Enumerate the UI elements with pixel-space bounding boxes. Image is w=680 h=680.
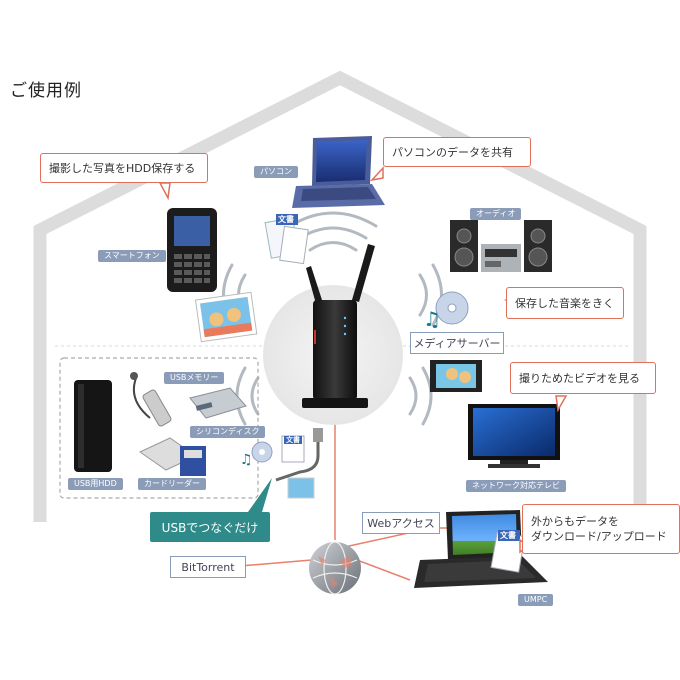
document-icon-usb xyxy=(281,435,315,499)
video-film-icon xyxy=(430,360,482,392)
usb-cable xyxy=(275,436,320,482)
label-silicon-disk: シリコンディスク xyxy=(190,426,266,438)
umpc xyxy=(414,510,548,588)
callout-camera-text: 撮影した写真をHDD保存する xyxy=(49,162,196,175)
silicon-disk xyxy=(189,387,247,419)
music-disc-icon: ♫ xyxy=(423,291,469,331)
router xyxy=(302,244,375,408)
callout-video-text: 撮りためたビデオを見る xyxy=(519,372,640,385)
label-usb-hdd: USB用HDD xyxy=(68,478,123,490)
label-audio: オーディオ xyxy=(470,208,522,220)
callout-remote-line1: 外からもデータを xyxy=(531,515,619,528)
label-tv: ネットワーク対応テレビ xyxy=(466,480,566,492)
globe-internet-icon xyxy=(309,541,361,595)
label-pc: パソコン xyxy=(254,166,298,178)
callout-pc-share: パソコンのデータを共有 xyxy=(383,137,531,167)
label-smartphone: スマートフォン xyxy=(98,250,166,262)
audio-system xyxy=(450,220,552,272)
callout-pc-share-text: パソコンのデータを共有 xyxy=(392,146,513,159)
usb-memory xyxy=(130,372,172,427)
tv xyxy=(468,404,560,468)
music-disc-small-icon: ♫ xyxy=(240,441,273,468)
page-title: ご使用例 xyxy=(10,81,82,101)
callout-music-text: 保存した音楽をきく xyxy=(515,297,614,310)
callout-remote-line2: ダウンロード/アップロード xyxy=(531,530,667,543)
callout-music: 保存した音楽をきく xyxy=(506,287,624,319)
label-usb-memory: USBメモリー xyxy=(164,372,225,384)
doc-label-umpc: 文書 xyxy=(500,531,516,540)
smartphone xyxy=(167,208,217,292)
doc-label-usb: 文書 xyxy=(286,436,300,444)
svg-text:♫: ♫ xyxy=(240,452,253,468)
label-umpc: UMPC xyxy=(518,594,554,606)
card-reader xyxy=(138,437,206,476)
label-bittorrent: BitTorrent xyxy=(170,556,246,578)
label-media-server: メディアサーバー xyxy=(410,332,504,354)
laptop-pc xyxy=(292,136,385,208)
svg-text:♫: ♫ xyxy=(423,307,441,331)
photo-icon xyxy=(194,291,258,343)
label-card-reader: カードリーダー xyxy=(138,478,206,490)
doc-label-top: 文書 xyxy=(278,215,294,224)
usb-connect-box: USBでつなぐだけ xyxy=(150,512,270,542)
label-web-access: Webアクセス xyxy=(362,512,440,534)
usb-hdd xyxy=(74,380,112,472)
usb-box-pointer xyxy=(248,478,272,512)
document-icon-top xyxy=(264,214,309,265)
usb-plug xyxy=(313,428,323,442)
callout-remote: 外からもデータを ダウンロード/アップロード xyxy=(522,504,680,554)
document-icon-umpc xyxy=(490,530,526,573)
house-outline xyxy=(33,70,647,522)
callout-video: 撮りためたビデオを見る xyxy=(510,362,656,394)
callout-camera: 撮影した写真をHDD保存する xyxy=(40,153,208,183)
